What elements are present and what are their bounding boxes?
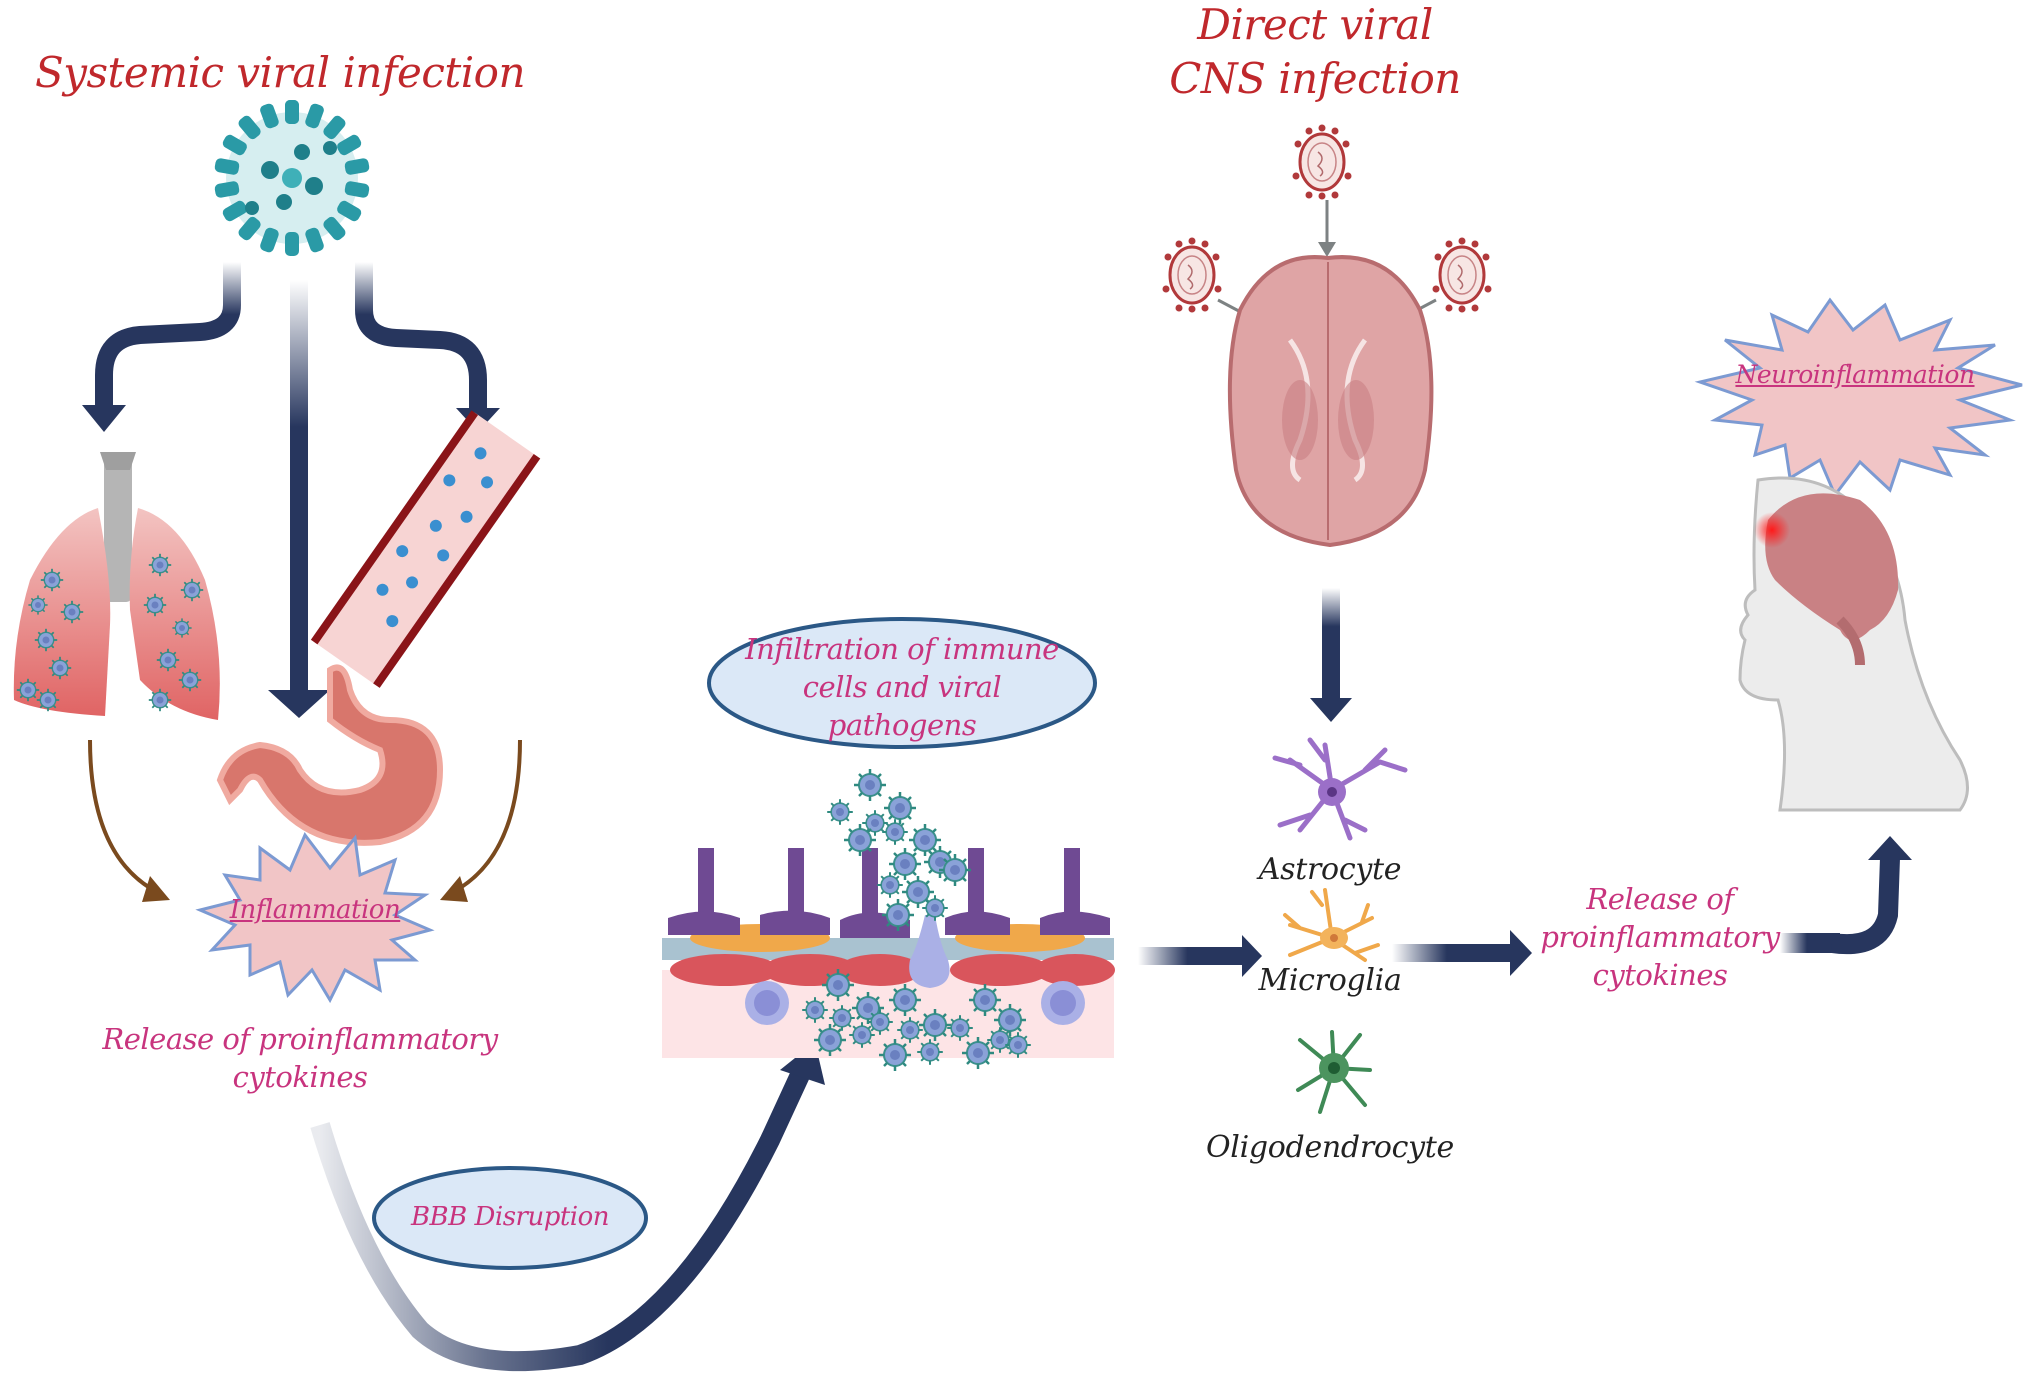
- cns-virus-left: [1161, 236, 1223, 314]
- brown-arrow-right: [440, 739, 522, 902]
- cns-virus-top: [1291, 123, 1353, 201]
- release-left-line2: cytokines: [232, 1060, 368, 1094]
- infiltration-line2: cells and viral: [802, 670, 1002, 704]
- blood-vessel-icon: [310, 410, 541, 688]
- inflammation-label: Inflammation: [229, 895, 401, 925]
- release-right-line1: Release of: [1586, 882, 1734, 916]
- release-right-line2: proinflammatory: [1540, 920, 1780, 954]
- astrocyte-icon: [1272, 737, 1408, 841]
- astrocyte-label: Astrocyte: [1258, 852, 1402, 887]
- arrow-bbb-to-glia: [1138, 935, 1262, 977]
- inflammation-burst: [195, 832, 435, 1004]
- human-head-brain-icon: [1738, 476, 1969, 812]
- arrow-release-to-head: [1780, 836, 1912, 955]
- title-direct-viral-line2: CNS infection: [1169, 54, 1461, 103]
- microglia-label: Microglia: [1258, 963, 1402, 998]
- infiltration-line1: Infiltration of immune: [745, 632, 1059, 666]
- title-direct-viral-line1: Direct viral: [1197, 0, 1433, 49]
- oligodendrocyte-label: Oligodendrocyte: [1206, 1130, 1454, 1165]
- bbb-disruption-label: BBB Disruption: [410, 1202, 610, 1232]
- title-systemic-viral-infection: Systemic viral infection: [34, 48, 526, 97]
- release-right-line3: cytokines: [1592, 958, 1728, 992]
- infiltration-line3: pathogens: [827, 708, 977, 742]
- arrow-to-stomach: [268, 280, 330, 718]
- brain-axial-icon: [1227, 255, 1434, 548]
- arrow-glia-to-release: [1392, 930, 1532, 976]
- arrow-to-blood-vessel: [355, 262, 500, 432]
- release-left-line1: Release of proinflammatory: [102, 1022, 498, 1056]
- stomach-icon: [216, 664, 444, 846]
- arrow-to-lungs: [82, 262, 241, 432]
- blood-brain-barrier-icon: [662, 767, 1115, 1073]
- microglia-icon: [1283, 888, 1380, 962]
- bbb-disruption-ellipse: [372, 1166, 648, 1270]
- neuroinflammation-burst: [1694, 297, 2023, 498]
- brown-arrow-left: [88, 739, 170, 902]
- neuroinflammation-label: Neuroinflammation: [1735, 360, 1975, 389]
- cns-virus-right: [1431, 236, 1493, 314]
- oligodendrocyte-icon: [1296, 1030, 1372, 1114]
- lungs-icon: [13, 452, 220, 720]
- arrow-brain-to-glia: [1310, 588, 1352, 722]
- virus-icon: [214, 100, 370, 256]
- infiltration-ellipse: [707, 617, 1097, 749]
